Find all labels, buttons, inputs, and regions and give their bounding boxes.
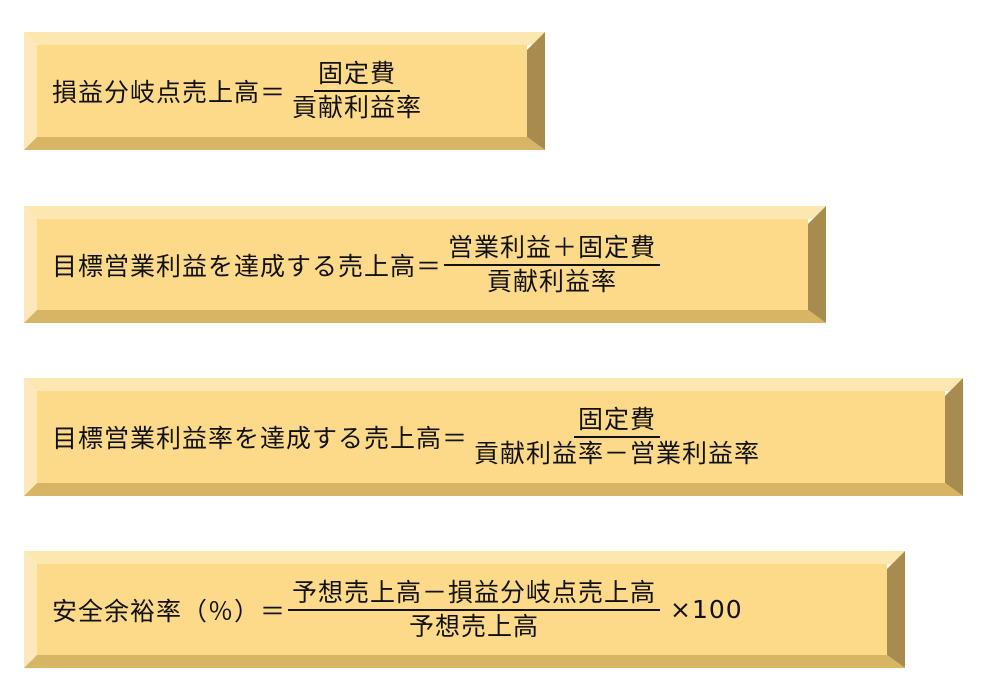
box-face bbox=[37, 219, 808, 310]
bevel-frame bbox=[24, 378, 963, 496]
box-face bbox=[37, 391, 945, 483]
bevel-frame bbox=[24, 206, 826, 323]
formula-lhs: 目標営業利益率を達成する売上高＝ bbox=[52, 424, 469, 453]
numerator: 予想売上高－損益分岐点売上高 bbox=[288, 578, 661, 611]
denominator: 貢献利益率 bbox=[487, 266, 618, 296]
fraction: 固定費 貢献利益率－営業利益率 bbox=[470, 405, 764, 469]
formula: 損益分岐点売上高＝ 固定費 貢献利益率 bbox=[52, 32, 426, 150]
formula: 目標営業利益率を達成する売上高＝ 固定費 貢献利益率－営業利益率 bbox=[52, 378, 764, 496]
formula-lhs: 損益分岐点売上高＝ bbox=[52, 78, 287, 107]
formula-lhs: 目標営業利益を達成する売上高＝ bbox=[52, 251, 443, 281]
numerator: 固定費 bbox=[574, 405, 661, 438]
bevel-frame bbox=[24, 32, 545, 150]
numerator: 固定費 bbox=[314, 59, 401, 92]
formula-box-target-margin-sales: 目標営業利益率を達成する売上高＝ 固定費 貢献利益率－営業利益率 bbox=[24, 378, 963, 496]
bevel-frame bbox=[24, 551, 905, 668]
formula-box-margin-of-safety: 安全余裕率（％）＝ 予想売上高－損益分岐点売上高 予想売上高 ×100 bbox=[24, 551, 905, 668]
multiplier: ×100 bbox=[670, 595, 743, 624]
numerator: 営業利益＋固定費 bbox=[444, 233, 661, 266]
formula-box-target-profit-sales: 目標営業利益を達成する売上高＝ 営業利益＋固定費 貢献利益率 bbox=[24, 206, 826, 323]
fraction: 営業利益＋固定費 貢献利益率 bbox=[444, 233, 661, 297]
formula: 目標営業利益を達成する売上高＝ 営業利益＋固定費 貢献利益率 bbox=[52, 206, 661, 323]
denominator: 貢献利益率 bbox=[292, 93, 423, 122]
formula-box-break-even-sales: 損益分岐点売上高＝ 固定費 貢献利益率 bbox=[24, 32, 545, 150]
box-face bbox=[37, 45, 527, 137]
denominator: 予想売上高 bbox=[409, 611, 540, 641]
fraction: 予想売上高－損益分岐点売上高 予想売上高 bbox=[288, 578, 661, 642]
denominator: 貢献利益率－営業利益率 bbox=[474, 439, 761, 468]
formula: 安全余裕率（％）＝ 予想売上高－損益分岐点売上高 予想売上高 ×100 bbox=[52, 551, 743, 668]
fraction: 固定費 貢献利益率 bbox=[288, 59, 426, 123]
formula-lhs: 安全余裕率（％）＝ bbox=[52, 596, 287, 626]
